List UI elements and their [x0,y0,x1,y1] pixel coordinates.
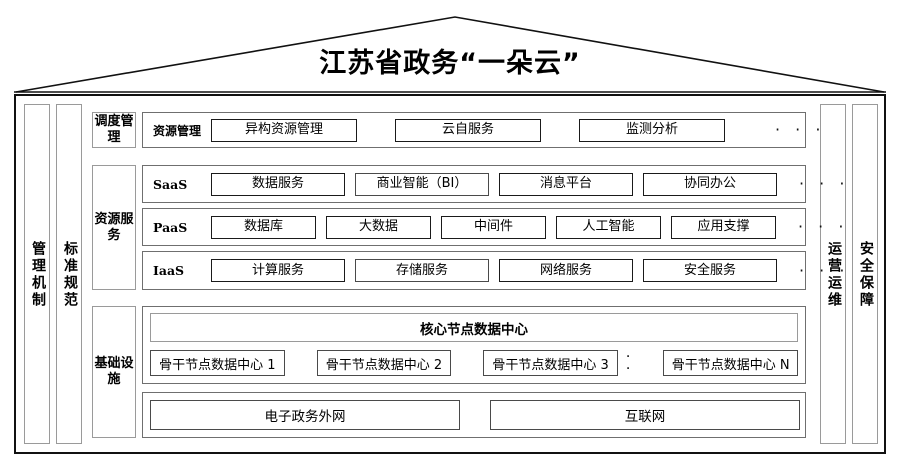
pillar-standards-norms: 标准规范 [56,104,82,444]
pillar-operations-maintenance: 运营运维 [820,104,846,444]
row-label-saas: SaaS [153,176,188,192]
row-label-paas: PaaS [153,219,188,235]
pillar-security-assurance-label: 安全保障 [858,241,874,309]
pillar-security-assurance: 安全保障 [852,104,878,444]
iaas-items: 计算服务 存储服务 网络服务 安全服务 · · · [211,252,853,289]
category-infrastructure: 基础设施 [92,306,136,438]
row-iaas: IaaS 计算服务 存储服务 网络服务 安全服务 · · · [142,251,844,290]
row-dispatch-management: 资源管理 异构资源管理 云自服务 监测分析 · · · [142,112,820,148]
item-security-service[interactable]: 安全服务 [643,259,777,282]
row-data-centers: 核心节点数据中心 骨干节点数据中心 1 骨干节点数据中心 2 骨干节点数据中心 … [142,306,806,384]
item-big-data[interactable]: 大数据 [326,215,431,239]
row-networks: 电子政务外网 互联网 [142,392,806,438]
row-paas: PaaS 数据库 大数据 中间件 人工智能 应用支撑 · · · [142,208,843,246]
paas-ellipsis: · · · [798,217,849,236]
item-collaborative-office[interactable]: 协同办公 [643,172,777,196]
item-artificial-intelligence[interactable]: 人工智能 [556,215,661,239]
item-compute-service[interactable]: 计算服务 [211,259,345,282]
pillar-management-mechanism: 管理机制 [24,104,50,444]
dispatch-items: 异构资源管理 云自服务 监测分析 · · · [211,113,829,147]
pillar-management-mechanism-label: 管理机制 [30,241,46,309]
category-resource-service: 资源服务 [92,165,136,290]
saas-ellipsis: · · · [799,174,850,193]
roof-shape [14,16,886,93]
network-egovernment-extranet[interactable]: 电子政务外网 [150,400,460,430]
item-messaging-platform[interactable]: 消息平台 [499,172,633,196]
row-saas: SaaS 数据服务 商业智能（BI） 消息平台 协同办公 · · · [142,165,844,203]
item-middleware[interactable]: 中间件 [441,215,546,239]
item-storage-service[interactable]: 存储服务 [355,259,489,282]
item-data-service[interactable]: 数据服务 [211,172,345,196]
page-title: 江苏省政务“一朵云” [319,48,581,79]
row-label-resource-management: 资源管理 [153,123,202,138]
network-internet[interactable]: 互联网 [490,400,800,430]
backbone-nodes-ellipsis: · · [625,349,637,377]
item-network-service[interactable]: 网络服务 [499,259,633,282]
backbone-node-data-center-1[interactable]: 骨干节点数据中心 1 [150,350,285,376]
saas-items: 数据服务 商业智能（BI） 消息平台 协同办公 · · · [211,166,853,202]
row-label-iaas: IaaS [153,263,185,278]
item-business-intelligence[interactable]: 商业智能（BI） [355,172,489,196]
item-application-support[interactable]: 应用支撑 [671,215,776,239]
item-cloud-self-service[interactable]: 云自服务 [395,118,541,142]
dispatch-ellipsis: · · · [775,120,826,139]
category-dispatch-management: 调度管理 [92,112,136,148]
backbone-node-data-center-n[interactable]: 骨干节点数据中心 N [663,350,798,376]
backbone-node-data-center-2[interactable]: 骨干节点数据中心 2 [316,350,452,376]
item-database[interactable]: 数据库 [211,215,316,239]
backbone-node-data-center-3[interactable]: 骨干节点数据中心 3 [483,350,618,376]
pillar-operations-maintenance-label: 运营运维 [826,241,842,309]
item-monitoring-analysis[interactable]: 监测分析 [579,118,725,142]
item-heterogeneous-resource-management[interactable]: 异构资源管理 [211,118,357,142]
backbone-node-list: 骨干节点数据中心 1 骨干节点数据中心 2 骨干节点数据中心 3 · · 骨干节… [150,348,798,378]
pillar-standards-norms-label: 标准规范 [62,241,78,309]
iaas-ellipsis: · · · [799,260,850,280]
paas-items: 数据库 大数据 中间件 人工智能 应用支撑 · · · [211,209,852,245]
core-node-data-center[interactable]: 核心节点数据中心 [150,313,798,342]
